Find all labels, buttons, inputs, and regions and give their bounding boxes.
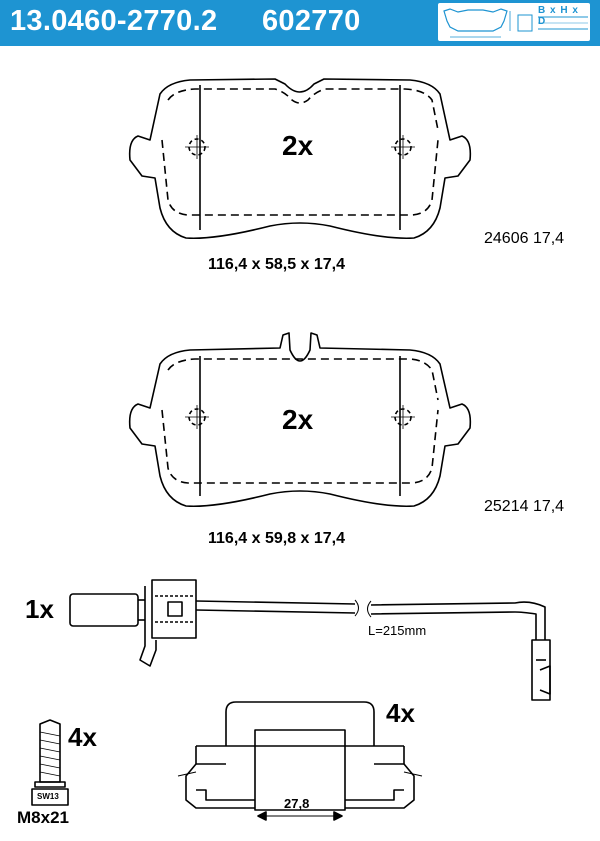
sensor-quantity: 1x	[25, 594, 54, 624]
clip-width: 27,8	[284, 796, 310, 811]
bolt	[31, 719, 69, 806]
header-bar: 13.0460-2770.2 602770 B x H x D	[0, 0, 600, 46]
pad-outline-icon	[443, 8, 588, 38]
pad-clip	[177, 701, 423, 821]
reference-number: 602770	[262, 5, 361, 37]
clip-quantity: 4x	[386, 698, 415, 728]
pad-1-quantity: 2x	[282, 130, 314, 161]
bolt-size: M8x21	[17, 808, 69, 827]
pad-1-dimensions: 116,4 x 58,5 x 17,4	[208, 256, 346, 273]
pad-1-code: 24606 17,4	[484, 230, 565, 247]
pad-2-dimensions: 116,4 x 59,8 x 17,4	[208, 530, 346, 547]
pad-2-code: 25214 17,4	[484, 498, 565, 515]
bolt-wrench-size: SW13	[37, 792, 59, 801]
wear-sensor	[69, 579, 551, 701]
brake-pad-dimensions-icon: B x H x D	[438, 3, 590, 41]
sensor-length: L=215mm	[368, 623, 427, 638]
part-number: 13.0460-2770.2	[10, 5, 218, 37]
dims-icon-label: B x H x D	[538, 5, 579, 27]
brake-pad-2	[128, 332, 472, 508]
technical-drawing	[31, 78, 551, 821]
pad-2-quantity: 2x	[282, 404, 314, 435]
bolt-quantity: 4x	[68, 722, 97, 752]
brake-pad-1	[128, 78, 472, 240]
